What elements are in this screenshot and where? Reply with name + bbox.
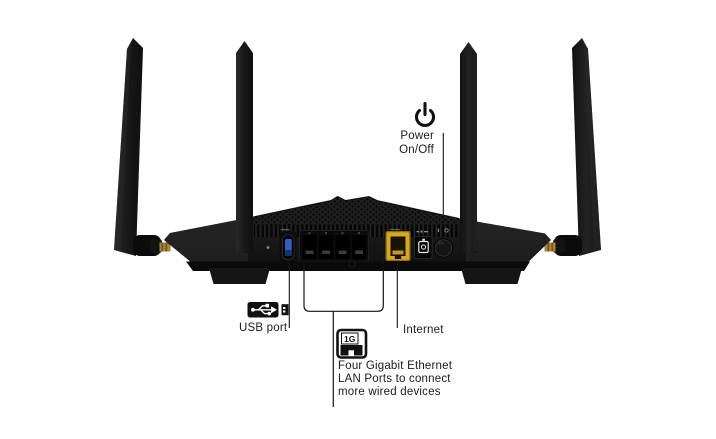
lan-ports	[299, 230, 369, 262]
antenna-right-hinge	[544, 235, 582, 256]
lan-label-line3: more wired devices	[338, 386, 441, 399]
left-facet	[165, 216, 255, 266]
power-icon	[414, 101, 436, 128]
antenna-left-inner	[236, 41, 253, 253]
internet-callout-label: Internet	[403, 324, 444, 336]
internet-port	[385, 228, 411, 265]
antenna-connector-gold	[544, 242, 556, 252]
lan-port-1	[302, 232, 317, 259]
usb-callout-label: USB port	[239, 322, 288, 334]
lan-label-line2: LAN Ports to connect	[338, 373, 451, 386]
lan-label-line1: Four Gigabit Ethernet	[338, 360, 453, 372]
antenna-connector-gold	[159, 242, 171, 252]
lan-callout-label: Four Gigabit Ethernet LAN Ports to conne…	[338, 360, 452, 400]
power-label-line1: Power	[400, 130, 434, 142]
lan-port-3	[335, 232, 350, 259]
bottom-screw	[348, 260, 356, 268]
reset-led	[266, 246, 270, 249]
antenna-left-hinge	[133, 235, 171, 256]
foot-right	[461, 268, 522, 284]
bottom-edge	[186, 261, 530, 271]
antenna-right-inner	[460, 42, 477, 253]
mesh-top	[253, 196, 459, 226]
foot-left	[209, 268, 270, 284]
right-facet	[462, 219, 551, 266]
lan-bracket	[303, 262, 384, 312]
usb3-port	[279, 229, 297, 265]
antenna-left-outer	[114, 38, 143, 256]
power-label-line2: On/Off	[399, 144, 434, 156]
antenna-right-outer	[572, 38, 601, 256]
lan-port-2	[319, 232, 334, 259]
lan-port-4	[352, 232, 367, 259]
mesh-edge	[252, 195, 460, 219]
usb-icon	[247, 302, 289, 318]
ethernet-1g-icon: 1G	[336, 328, 368, 359]
1g-badge: 1G	[344, 334, 356, 344]
power-callout-label: Power On/Off	[354, 129, 434, 157]
